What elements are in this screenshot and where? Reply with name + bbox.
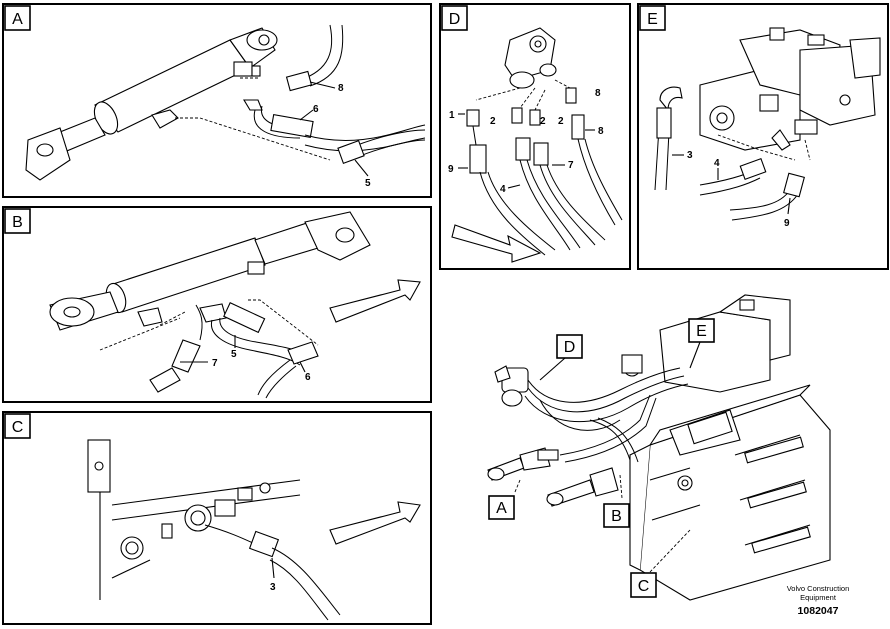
part-number: 2 [558,116,564,127]
panel-b-tag: B [12,214,23,231]
part-number: 1 [449,110,455,121]
brand-block: Volvo Construction Equipment 1082047 [787,584,850,617]
callout-c: C [638,578,650,595]
machine-overview: D E A B C [487,294,831,601]
part-number: 2 [490,116,496,127]
part-number: 7 [212,358,218,369]
drawing-id: 1082047 [798,605,839,617]
part-number: 8 [598,126,604,137]
panel-a: A [2,3,432,198]
part-number: 9 [448,164,454,175]
brand-line-1: Volvo Construction [787,584,850,593]
part-number: 6 [313,104,319,115]
part-number: 3 [687,150,693,161]
elbow-fitting-a [233,61,263,111]
hydraulic-tank [629,384,831,601]
part-number: 5 [231,349,237,360]
panel-c: C 3 [2,411,432,625]
part-number: 8 [338,83,344,94]
pilot-valve [504,27,557,89]
pilot-valve-overview [494,365,529,407]
callout-d: D [564,339,576,356]
part-number: 7 [568,160,574,171]
part-number: 8 [595,88,601,99]
panel-e-tag: E [647,11,658,28]
callout-b: B [611,508,622,525]
main-control-valve [699,27,881,151]
panel-d-tag: D [449,11,461,28]
panel-c-tag: C [12,419,24,436]
panel-b: B 7 5 6 [2,206,432,403]
brand-line-2: Equipment [800,593,837,602]
hydraulic-cylinder-b [49,211,371,331]
control-valve-overview [621,294,791,393]
part-number: 6 [305,372,311,383]
cylinder-a-overview [487,447,559,481]
cylinder-b-overview [546,467,619,507]
hose-fittings-d [466,87,585,174]
part-number: 4 [714,158,720,169]
part-number: 2 [540,116,546,127]
part-number: 3 [270,582,276,593]
panel-a-tag: A [12,11,23,28]
part-number: 4 [500,184,506,195]
port-fittings [120,482,271,560]
hydraulic-cylinder-a [25,27,278,181]
callout-e: E [696,323,707,340]
panel-d: D 1 2 [439,3,631,270]
part-number: 5 [365,178,371,189]
panel-e: E 3 4 [637,3,889,270]
part-number: 9 [784,218,790,229]
callout-a: A [496,500,507,517]
